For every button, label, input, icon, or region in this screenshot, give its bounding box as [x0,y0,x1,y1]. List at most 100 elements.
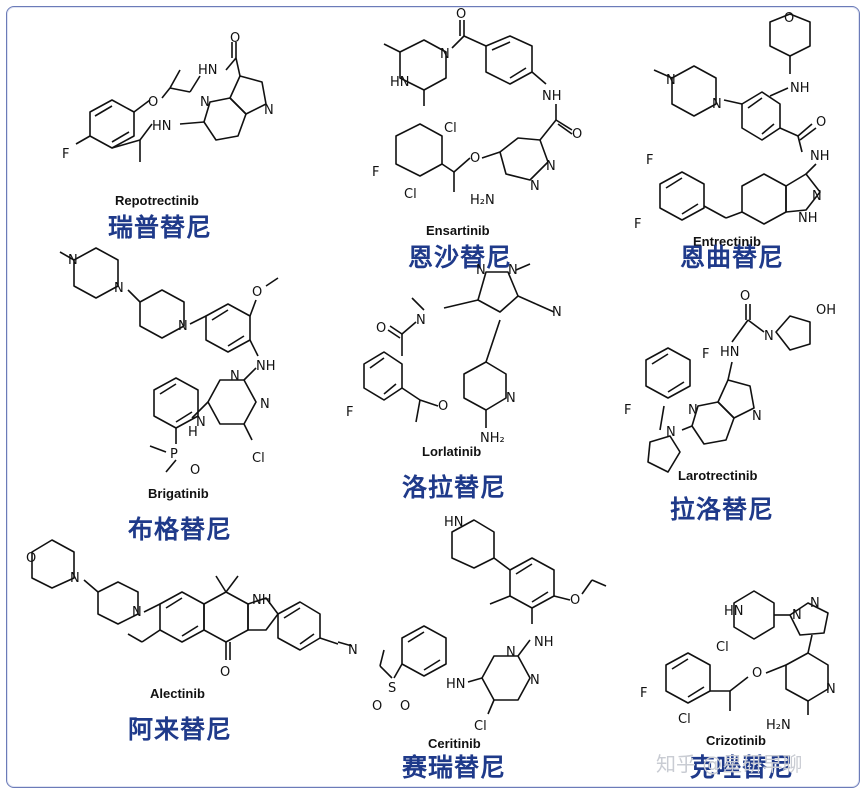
atom-morpholine-oxygen: O [26,551,36,566]
atom-amine: H₂N [470,193,495,208]
ensartinib-skeletal-formula: HN N O NH O N N H₂N O Cl Cl F [372,7,582,208]
atom-amine: NH₂ [480,431,505,446]
ceritinib-skeletal-formula: HN O NH N N Cl HN S O O [372,515,607,734]
watermark: 知乎 @星研早聊 [656,752,803,776]
compound-name-larotrectinib: Larotrectinib [678,468,758,483]
atom-ether-oxygen: O [470,151,480,166]
atom-pyrimidine-n: N [200,95,210,110]
atom-pyrazole-n: N [264,103,274,118]
chinese-name-entrectinib: 恩曲替尼 [680,243,785,272]
structure-brigatinib: N N N O NH N N Cl H N P O Brigatinib [40,240,300,501]
atom-chlorine-1: Cl [444,121,457,136]
alectinib-skeletal-formula: O N N O NH N [26,539,358,680]
atom-piperazine-n2: N [114,281,124,296]
atom-piperazine-n2: N [712,97,722,112]
atom-carbonyl-oxygen: O [816,115,826,130]
atom-morpholine-n: N [70,571,80,586]
structure-larotrectinib: O N OH HN N N N F F Larotrectinib [620,289,860,483]
atom-pyrazole-n2: N [810,596,820,611]
structure-alectinib: O N N O NH N Alectinib [20,530,360,705]
atom-piperazine-nh: HN [390,75,410,90]
chinese-name-ceritinib: 赛瑞替尼 [402,753,507,782]
atom-carbonyl-oxygen: O [456,7,466,22]
atom-ether-oxygen: O [570,593,580,608]
atom-thp-oxygen: O [784,11,794,26]
atom-carbonyl-oxygen-2: O [572,127,582,142]
atom-linker-nh: HN [152,119,172,134]
atom-urea-nh: HN [720,345,740,360]
structure-repotrectinib: F O HN O N N HN Repotrectinib [40,30,290,208]
atom-nitrile-n: N [552,305,562,320]
compound-name-ceritinib: Ceritinib [428,736,481,751]
atom-sulfonyl-oxygen-1: O [372,699,382,714]
chinese-name-crizotinib: 克唑替尼 [690,753,795,782]
atom-sulfonyl-oxygen-2: O [400,699,410,714]
lorlatinib-skeletal-formula: N N N N O F O N NH₂ [346,263,562,446]
atom-chlorine-2: Cl [678,712,691,727]
structure-ensartinib: HN N O NH O N N H₂N O Cl Cl F Ensartinib [360,7,610,238]
atom-fluorine-2: F [624,403,631,418]
atom-pyrimidine-n1: N [506,645,516,660]
compound-name-crizotinib: Crizotinib [706,733,766,748]
atom-chlorine-1: Cl [716,640,729,655]
atom-chlorine: Cl [252,451,265,466]
repotrectinib-skeletal-formula: F O HN O N N HN [62,31,274,162]
atom-hydroxyl: OH [816,303,836,318]
atom-phosphorus: P [170,447,178,462]
atom-fluorine-2: F [634,217,641,232]
brigatinib-skeletal-formula: N N N O NH N N Cl H N P O [59,247,279,478]
crizotinib-skeletal-formula: HN N N N H₂N O Cl Cl F [640,590,836,733]
chinese-name-lorlatinib: 洛拉替尼 [402,473,507,502]
atom-pyridine-n: N [826,682,836,697]
atom-piperazine-n1: N [68,253,78,268]
structure-lorlatinib: N N N N O F O N NH₂ Lorlatinib [340,260,570,460]
atom-pyrazole-n2: N [508,263,518,278]
compound-name-alectinib: Alectinib [150,686,205,701]
compound-name-lorlatinib: Lorlatinib [422,444,482,459]
chinese-name-alectinib: 阿来替尼 [128,715,233,744]
atom-phosphoryl-oxygen: O [190,463,200,478]
compound-name-repotrectinib: Repotrectinib [115,193,199,208]
entrectinib-skeletal-formula: O NH N N O NH N NH F F [634,11,830,232]
atom-pyrimidine-n2: N [260,397,270,412]
atom-amide-nh: NH [542,89,562,104]
atom-pyridazine-n2: N [530,179,540,194]
atom-nitrile-n: N [348,643,358,658]
atom-chlorine-2: Cl [404,187,417,202]
atom-chlorine: Cl [474,719,487,734]
atom-aniline-nh: NH [534,635,554,650]
atom-fluorine: F [62,147,69,162]
atom-ether-oxygen: O [438,399,448,414]
atom-amide-nh: NH [810,149,830,164]
compound-name-entrectinib: Entrectinib [693,234,761,249]
atom-fluorine: F [640,686,647,701]
atom-amide-n: N [416,313,426,328]
atom-indazole-nh: NH [798,211,818,226]
atom-pyrimidine-n: N [688,403,698,418]
atom-hn-h: H [188,425,198,440]
atom-pyridine-n: N [506,391,516,406]
atom-indazole-n: N [812,189,822,204]
atom-methoxy-oxygen: O [252,285,262,300]
atom-pyrimidine-n1: N [230,369,240,384]
structure-entrectinib: O NH N N O NH N NH F F Entrectinib [630,8,860,249]
figure-frame [6,6,860,788]
atom-indole-nh: NH [252,593,272,608]
atom-pyrazole-n1: N [792,608,802,623]
atom-fluorine-1: F [646,153,653,168]
compound-name-brigatinib: Brigatinib [148,486,209,501]
atom-pyrazole-n1: N [476,263,486,278]
atom-piperidine-n: N [132,605,142,620]
atom-piperazine-n1: N [666,73,676,88]
atom-piperazine-n: N [440,47,450,62]
atom-piperidine-nh: HN [724,604,744,619]
atom-pyrrolidine-n: N [764,329,774,344]
atom-fluorine: F [346,405,353,420]
chinese-name-repotrectinib: 瑞普替尼 [108,213,213,242]
atom-carbonyl-oxygen: O [230,31,240,46]
atom-ether-oxygen: O [752,666,762,681]
atom-pyrrolidine-n2: N [666,425,676,440]
atom-pyrimidine-n2: N [530,673,540,688]
atom-pyridazine-n1: N [546,159,556,174]
atom-carbonyl-oxygen: O [376,321,386,336]
